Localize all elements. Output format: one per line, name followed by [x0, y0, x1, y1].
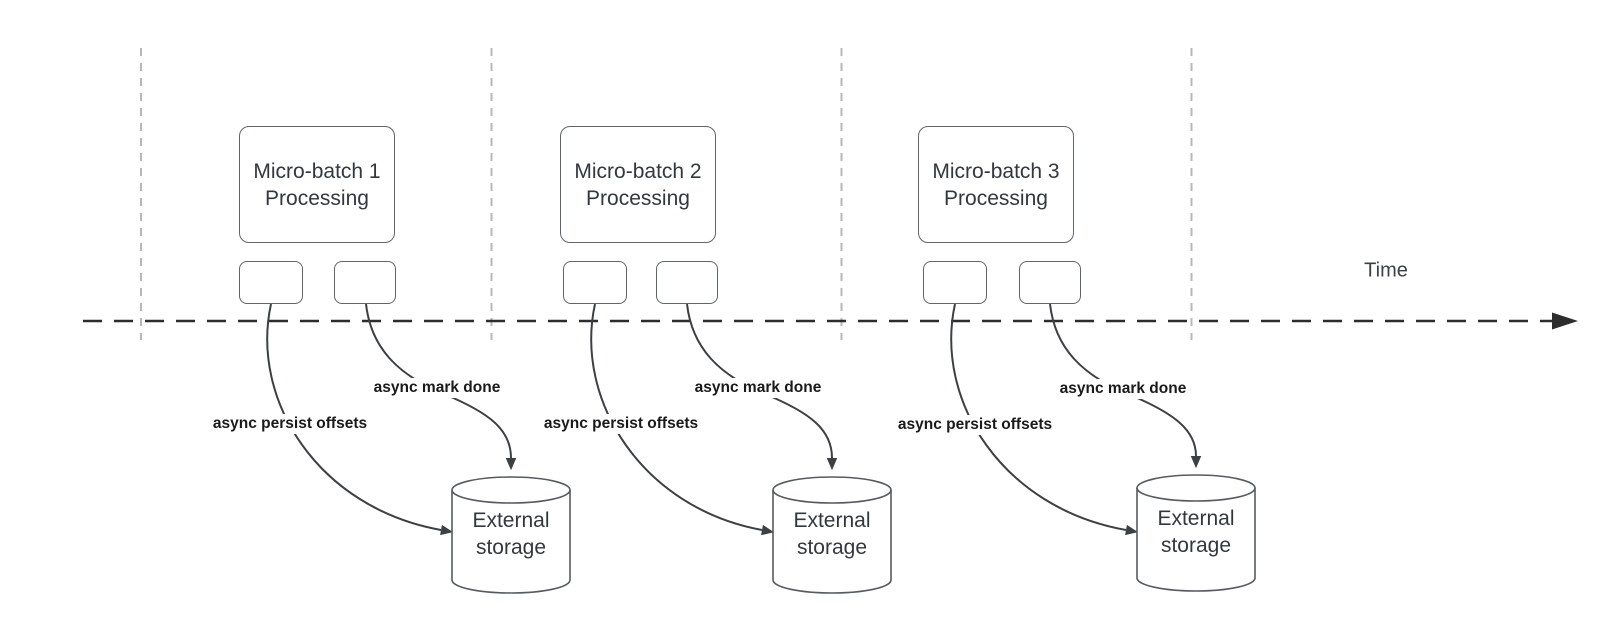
persist-offsets-label-2: async persist offsets: [540, 414, 702, 434]
mark-done-label-1: async mark done: [370, 378, 504, 398]
external-storage-cylinder-3: [1136, 474, 1256, 592]
persist-offsets-arrow-3: [950, 303, 1139, 536]
storage-label-3: External storage: [1137, 505, 1255, 559]
micro-batch-1-box: Micro-batch 1 Processing: [239, 126, 395, 243]
cylinder-body-2: [772, 476, 892, 594]
storage-label-2-line1: External: [793, 509, 871, 532]
micro-batch-3-title: Micro-batch 3 Processing: [932, 158, 1059, 212]
micro-batch-2-title-line1: Micro-batch 2: [574, 159, 702, 183]
micro-batch-3-title-line2: Processing: [944, 186, 1048, 210]
micro-batch-2-title: Micro-batch 2 Processing: [574, 158, 701, 212]
persist-offsets-label-1: async persist offsets: [209, 414, 371, 434]
storage-label-2-line2: storage: [796, 536, 868, 559]
done-task-box-2: [656, 261, 718, 304]
mark-done-label-3: async mark done: [1056, 379, 1190, 399]
external-storage-cylinder-1: [451, 476, 571, 594]
cylinder-lip-3: [1136, 487, 1256, 502]
external-storage-cylinder-2: [772, 476, 892, 594]
storage-label-3-line1: External: [1157, 507, 1235, 530]
done-task-box-1: [334, 261, 396, 304]
persist-task-box-3: [923, 261, 987, 304]
storage-label-1-line2: storage: [475, 536, 547, 559]
micro-batch-1-title-line1: Micro-batch 1: [253, 159, 381, 183]
cylinder-body-3: [1136, 474, 1256, 592]
persist-offsets-arrow-1: [266, 303, 454, 536]
time-axis-label: Time: [1364, 259, 1408, 282]
storage-label-1-line1: External: [472, 509, 550, 532]
micro-batch-2-title-line2: Processing: [586, 186, 690, 210]
micro-batch-3-box: Micro-batch 3 Processing: [918, 126, 1074, 243]
micro-batch-2-box: Micro-batch 2 Processing: [560, 126, 716, 243]
cylinder-lip-2: [772, 489, 892, 504]
persist-task-box-2: [563, 261, 627, 304]
micro-batch-3-title-line1: Micro-batch 3: [932, 159, 1060, 183]
persist-task-box-1: [239, 261, 303, 304]
storage-label-2: External storage: [773, 507, 891, 561]
storage-label-1: External storage: [452, 507, 570, 561]
micro-batch-1-title: Micro-batch 1 Processing: [253, 158, 380, 212]
storage-label-3-line2: storage: [1160, 534, 1232, 557]
done-task-box-3: [1019, 261, 1081, 304]
micro-batch-1-title-line2: Processing: [265, 186, 369, 210]
persist-offsets-arrow-2: [590, 303, 775, 536]
cylinder-lip-1: [451, 489, 571, 504]
time-axis-arrowhead-icon: [1552, 312, 1578, 330]
persist-offsets-label-3: async persist offsets: [894, 415, 1056, 435]
cylinder-body-1: [451, 476, 571, 594]
mark-done-label-2: async mark done: [691, 378, 825, 398]
